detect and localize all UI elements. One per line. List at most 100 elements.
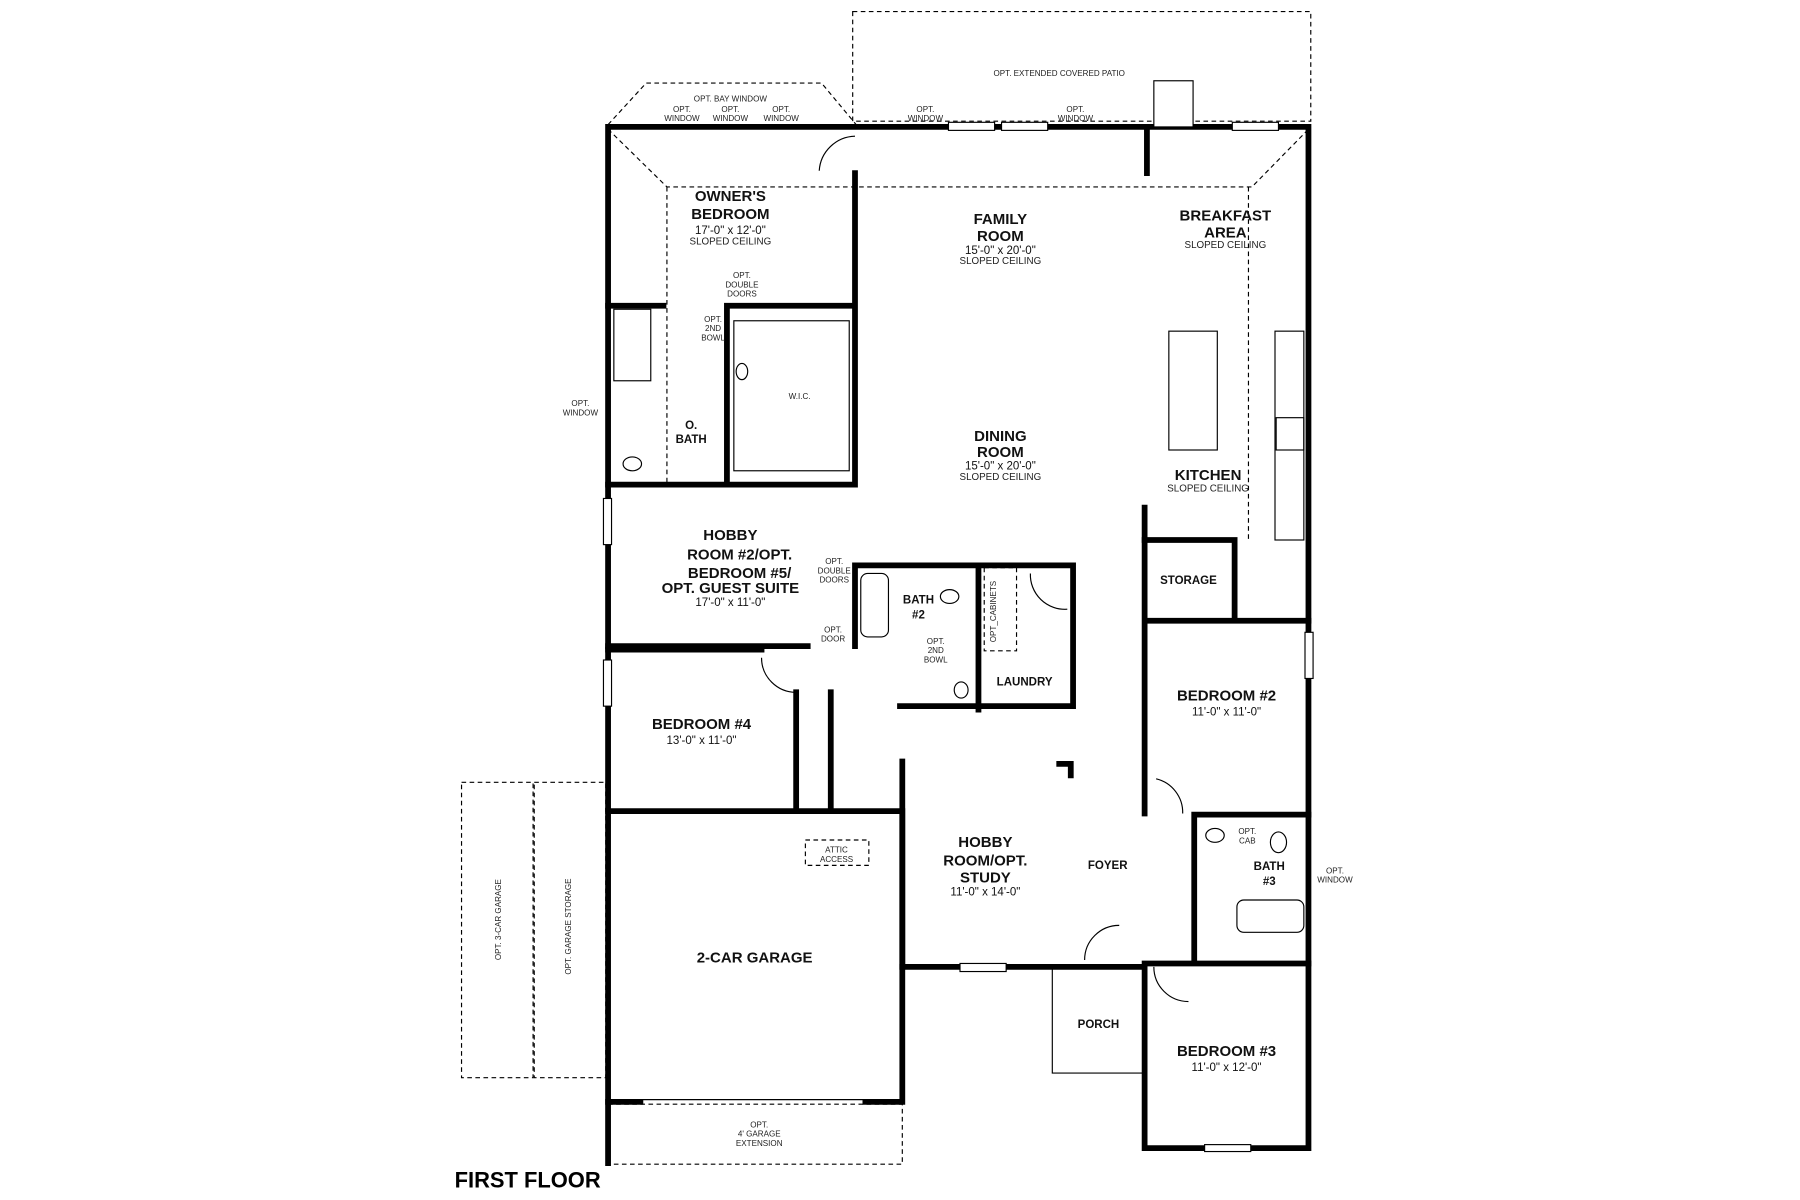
o-bath-label: O. (685, 420, 697, 432)
hobby-study-label: ROOM/OPT. (943, 852, 1027, 869)
opt-window-note: OPT. (1066, 105, 1084, 114)
opt-cab-note: CAB (1239, 836, 1256, 845)
bathtub-icon (1236, 899, 1305, 933)
toilet-icon (939, 589, 960, 605)
door-swing (1153, 966, 1189, 1003)
storage-label: STORAGE (1160, 575, 1217, 587)
kitchen-counter (1274, 330, 1305, 541)
toilet-icon (622, 456, 643, 472)
opt-cab-note: OPT. (1238, 827, 1256, 836)
door-swing (1029, 573, 1068, 610)
notes: OPT. EXTENDED COVERED PATIO OPT. BAY WIN… (494, 69, 1353, 1148)
owners-bedroom-label: BEDROOM (691, 206, 769, 223)
sink-icon (735, 362, 749, 381)
owners-bedroom-label: OWNER'S (695, 188, 766, 205)
double-doors-note: DOUBLE (725, 280, 759, 289)
second-bowl-note: OPT. (927, 637, 945, 646)
attic-access-note: ATTIC (825, 846, 848, 855)
opt-window-note: WINDOW (763, 114, 799, 123)
bath-3-label: #3 (1263, 876, 1276, 888)
room-labels: OWNER'S BEDROOM 17'-0" x 12'-0" SLOPED C… (652, 188, 1285, 1074)
sloped-ceiling-line (607, 128, 1309, 188)
attic-access-outline (804, 839, 870, 866)
o-bath-label: BATH (676, 434, 707, 446)
hobby-study-label: HOBBY (958, 834, 1012, 851)
hobby-study-size: 11'-0" x 14'-0" (950, 886, 1020, 898)
dining-room-label: DINING (974, 428, 1026, 445)
dining-room-size: 15'-0" x 20'-0" (965, 461, 1036, 473)
door-swing (1156, 778, 1184, 814)
cooktop-icon (1275, 417, 1305, 451)
owners-bedroom-ceiling: SLOPED CEILING (690, 237, 772, 248)
sink-icon (953, 681, 969, 699)
family-room-label: FAMILY (974, 211, 1028, 228)
window (1231, 121, 1280, 131)
double-doors-note: DOORS (727, 290, 757, 299)
sink-icon (1205, 827, 1225, 843)
owners-bedroom-size: 17'-0" x 12'-0" (695, 225, 766, 237)
bay-window-note: OPT. BAY WINDOW (694, 95, 768, 104)
patio-note: OPT. EXTENDED COVERED PATIO (994, 69, 1125, 78)
toilet-icon (1269, 831, 1288, 854)
walls (605, 124, 1312, 1166)
bedroom-3-label: BEDROOM #3 (1177, 1043, 1276, 1060)
opt-window-note: WINDOW (664, 114, 700, 123)
family-room-ceiling: SLOPED CEILING (960, 256, 1042, 267)
door-swing (760, 657, 797, 693)
opt-window-note: WINDOW (1317, 876, 1353, 885)
window (1304, 631, 1314, 680)
porch-label: PORCH (1078, 1019, 1120, 1031)
opt-window-note: WINDOW (713, 114, 749, 123)
opt-3car-garage-outline (460, 781, 534, 1079)
bedroom-3-size: 11'-0" x 12'-0" (1192, 1062, 1262, 1074)
hobby-room-2-label: HOBBY (703, 527, 757, 544)
dining-room-ceiling: SLOPED CEILING (960, 472, 1042, 483)
opt-door-note: DOOR (821, 635, 845, 644)
dining-room-label: ROOM (977, 444, 1024, 461)
second-bowl-note: BOWL (701, 333, 725, 342)
hobby-study-label: STUDY (960, 870, 1011, 887)
garage-extension-note: 4' GARAGE (738, 1130, 781, 1139)
second-bowl-note: BOWL (924, 655, 948, 664)
bedroom-2-size: 11'-0" x 11'-0" (1192, 706, 1261, 718)
windows (602, 80, 1314, 1153)
floor-title: FIRST FLOOR (455, 1167, 601, 1192)
bedroom-4-label: BEDROOM #4 (652, 716, 752, 733)
opt-window-note: OPT. (772, 105, 790, 114)
family-room-label: ROOM (977, 228, 1024, 245)
opt-patio-outline (852, 10, 1312, 122)
hobby-room-2-label: ROOM #2/OPT. (687, 547, 792, 564)
bath-2-label: #2 (912, 609, 925, 621)
garage-label: 2-CAR GARAGE (697, 949, 813, 966)
bath-2-label: BATH (903, 594, 934, 606)
second-bowl-note: OPT. (704, 315, 722, 324)
garage-extension-note: OPT. (750, 1120, 768, 1129)
opt-window-note: WINDOW (1058, 114, 1094, 123)
door-swing (818, 135, 856, 171)
second-bowl-note: 2ND (928, 646, 944, 655)
opt-window-note: WINDOW (563, 408, 599, 417)
breakfast-area-label: AREA (1204, 225, 1247, 242)
window (1204, 1144, 1252, 1153)
opt-window-note: OPT. (571, 399, 589, 408)
patio-door (1153, 80, 1194, 128)
opt-window-note: OPT. (916, 105, 934, 114)
double-doors-note: DOUBLE (818, 566, 852, 575)
opt-window-note: WINDOW (908, 114, 944, 123)
opt-window-note: OPT. (673, 105, 691, 114)
bedroom-2-label: BEDROOM #2 (1177, 687, 1276, 704)
foyer-label: FOYER (1088, 860, 1128, 872)
double-doors-note: OPT. (733, 271, 751, 280)
window (602, 497, 613, 546)
three-car-garage-note: OPT. 3-CAR GARAGE (494, 878, 503, 960)
garage-extension-note: EXTENSION (736, 1139, 783, 1148)
double-doors-note: OPT. (825, 557, 843, 566)
porch-outline (1051, 969, 1145, 1074)
garage-storage-note: OPT. GARAGE STORAGE (564, 878, 573, 975)
optional-outlines (460, 10, 1312, 1165)
second-bowl-note: 2ND (705, 324, 721, 333)
double-doors-note: DOORS (819, 576, 849, 585)
bathtub-icon (860, 572, 890, 638)
opt-cabinets-note: OPT_CABINETS (989, 581, 998, 642)
